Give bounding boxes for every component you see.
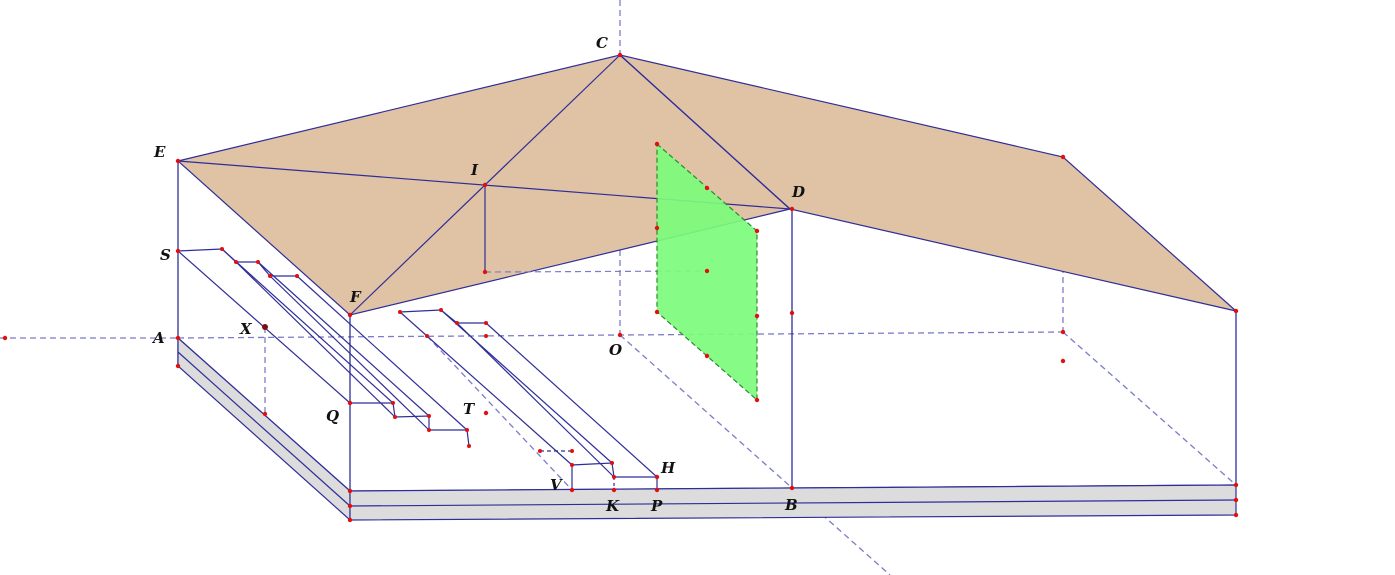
point-stair2-a <box>398 310 402 314</box>
point-panel-1 <box>654 141 660 147</box>
label-o: O <box>609 341 622 359</box>
point-stair1-f <box>391 401 395 405</box>
point-f <box>347 312 353 318</box>
point-v <box>569 487 575 493</box>
label-t: T <box>463 400 476 418</box>
stair1-top-profile <box>177 248 297 277</box>
point-stair2-e <box>484 321 488 325</box>
point-front-base3 <box>347 517 353 523</box>
label-s: S <box>160 246 171 264</box>
t-guide <box>426 335 573 491</box>
point-panel-7 <box>654 309 660 315</box>
label-q: Q <box>326 407 339 425</box>
point-panel-4 <box>654 225 660 231</box>
point-stair2-g <box>538 449 542 453</box>
label-v: V <box>550 476 563 494</box>
stair2-line4 <box>485 322 658 478</box>
point-stair2-j <box>610 461 614 465</box>
point-panel-8 <box>704 353 710 359</box>
points <box>2 52 1239 523</box>
label-i: I <box>470 161 479 179</box>
base-left-mid <box>177 351 351 507</box>
point-t <box>483 410 489 416</box>
point-right-floor <box>1060 358 1066 364</box>
stair1-bottom-profile <box>350 402 470 447</box>
label-f: F <box>349 288 362 306</box>
point-back-right-top <box>1060 154 1066 160</box>
label-h: H <box>660 459 676 477</box>
label-c: C <box>596 34 608 52</box>
point-panel-9 <box>754 397 760 403</box>
point-i-proj <box>482 269 488 275</box>
point-stair1-h <box>427 414 431 418</box>
point-k <box>611 487 617 493</box>
point-stair1-i <box>427 428 431 432</box>
base-front-mid <box>349 499 1237 507</box>
point-panel-3 <box>754 228 760 234</box>
point-back-right-floor <box>1060 329 1066 335</box>
stair2-line1 <box>399 311 573 466</box>
point-right-base2 <box>1233 512 1239 518</box>
point-b <box>789 485 795 491</box>
point-d <box>789 206 795 212</box>
stair1-line2 <box>221 248 394 404</box>
point-front-base1 <box>347 488 353 494</box>
point-right-bottom <box>1233 482 1239 488</box>
point-stair1-a <box>220 247 224 251</box>
labels: C E I D S F A X O Q T H V K P B <box>151 34 805 515</box>
point-p <box>654 487 660 493</box>
point-panel-5 <box>704 268 710 274</box>
label-x: X <box>239 320 253 338</box>
point-x-drop <box>262 411 268 417</box>
point-stair2-h <box>570 449 574 453</box>
point-stair2-b <box>439 308 443 312</box>
point-o <box>617 332 623 338</box>
point-x <box>262 324 268 330</box>
label-p: P <box>650 497 663 515</box>
stair2-line3 <box>456 322 615 478</box>
point-stair1-b <box>234 260 238 264</box>
point-stair2-i <box>570 463 574 467</box>
point-stair2-d <box>455 321 459 325</box>
stair1-line6 <box>296 275 468 431</box>
point-right-base1 <box>1233 497 1239 503</box>
point-db-mid <box>789 310 795 316</box>
stair1-line3 <box>235 261 396 418</box>
point-panel-6 <box>754 313 760 319</box>
point-stair1-d <box>268 274 272 278</box>
axis-diagonal <box>619 334 891 575</box>
label-k: K <box>605 497 620 515</box>
point-front-base2 <box>347 503 353 509</box>
stair1-line4 <box>257 261 430 417</box>
label-a: A <box>151 329 165 347</box>
point-left-base <box>175 363 181 369</box>
floor-right-diagonal <box>1062 331 1237 486</box>
roof-ridge-cd <box>619 54 791 210</box>
point-stair1-c <box>256 260 260 264</box>
point-a <box>175 335 181 341</box>
point-stair2-k <box>612 475 616 479</box>
point-stair2-c <box>425 334 429 338</box>
point-panel-2 <box>704 185 710 191</box>
label-d: D <box>791 183 805 201</box>
point-s <box>175 248 181 254</box>
stair1-line5 <box>269 275 430 431</box>
point-i <box>482 182 488 188</box>
point-e <box>175 158 181 164</box>
point-h <box>654 474 660 480</box>
point-stair1-e <box>295 274 299 278</box>
label-b: B <box>784 496 798 514</box>
point-stair1-g <box>393 415 397 419</box>
point-right-top <box>1233 308 1239 314</box>
point-c <box>617 52 623 58</box>
point-axis-left <box>2 335 8 341</box>
point-stair1-k <box>467 444 471 448</box>
base-slab <box>177 336 1237 522</box>
point-stair1-j <box>465 428 469 432</box>
point-q <box>347 400 353 406</box>
staircase-2 <box>399 309 658 490</box>
label-e: E <box>153 143 166 161</box>
point-stair2-f <box>484 334 488 338</box>
